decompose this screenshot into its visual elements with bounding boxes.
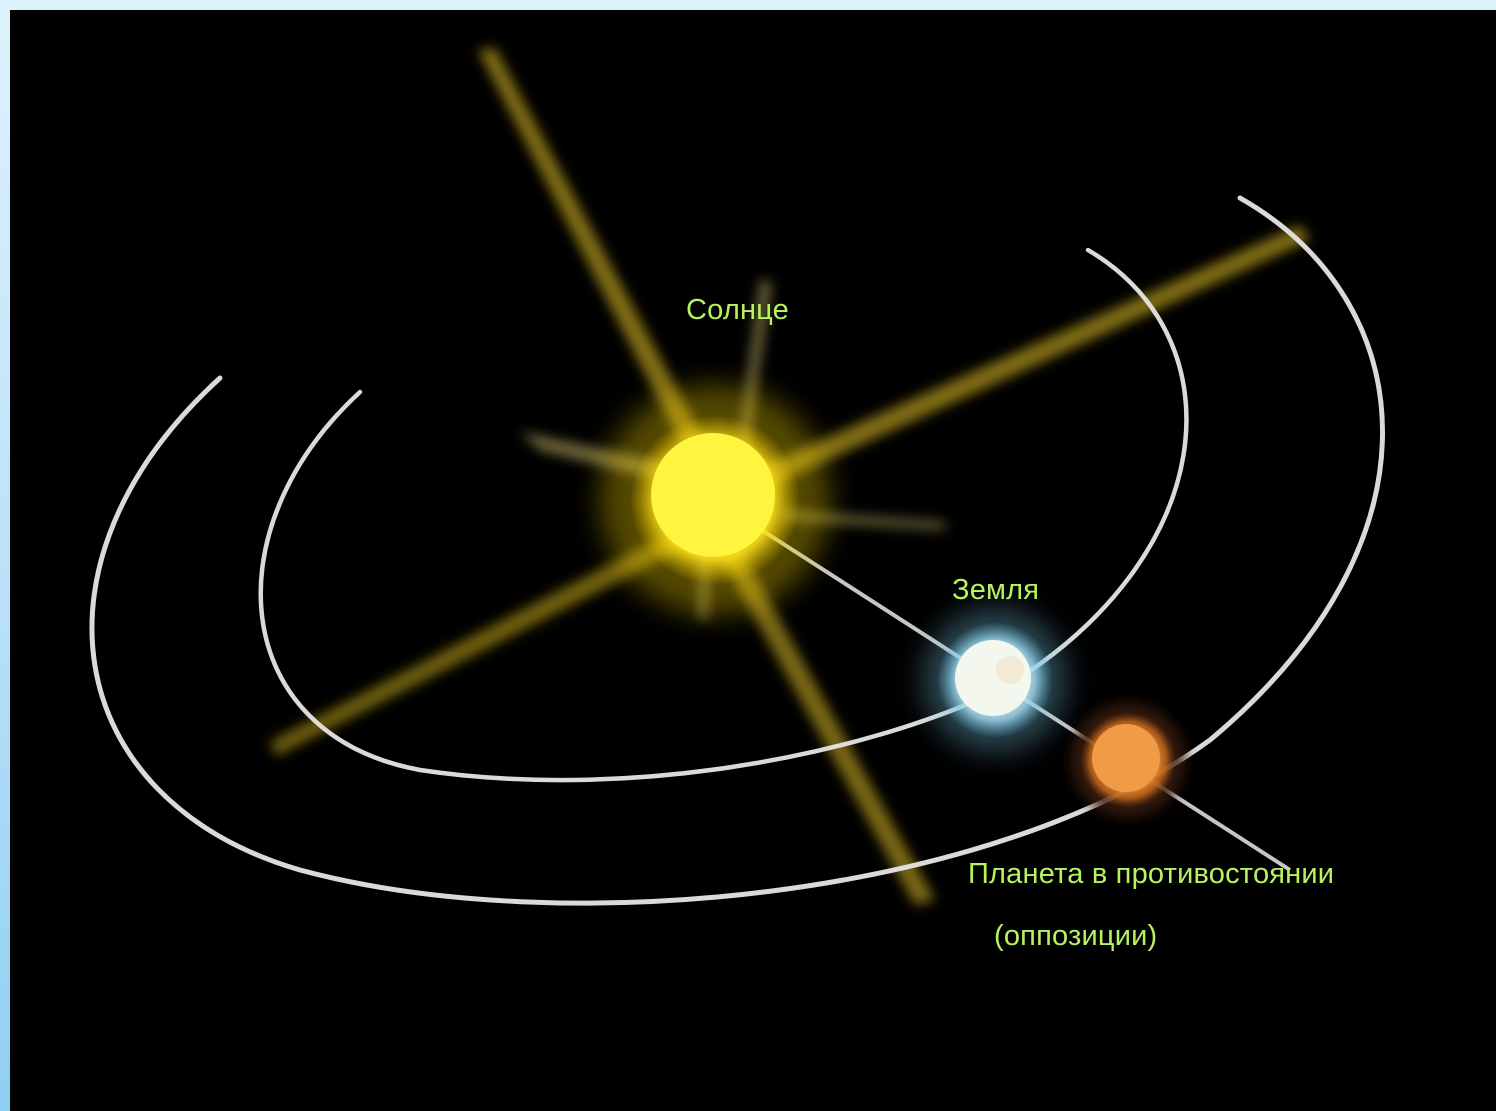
sun-label: Солнце (686, 294, 789, 326)
sun (600, 385, 830, 615)
planet-note-label: (оппозиции) (994, 920, 1158, 952)
outer-orbit (89, 195, 1385, 906)
earth (923, 608, 1067, 752)
sun-rays (270, 48, 1310, 905)
earth-label: Земля (952, 574, 1040, 606)
diagram-canvas: Солнце Земля Планета в противостоянии (о… (10, 10, 1496, 1111)
planet-in-opposition (1070, 702, 1186, 818)
opposition-diagram (89, 48, 1385, 906)
planet-label: Планета в противостоянии (968, 858, 1335, 890)
inner-orbit (258, 247, 1189, 783)
